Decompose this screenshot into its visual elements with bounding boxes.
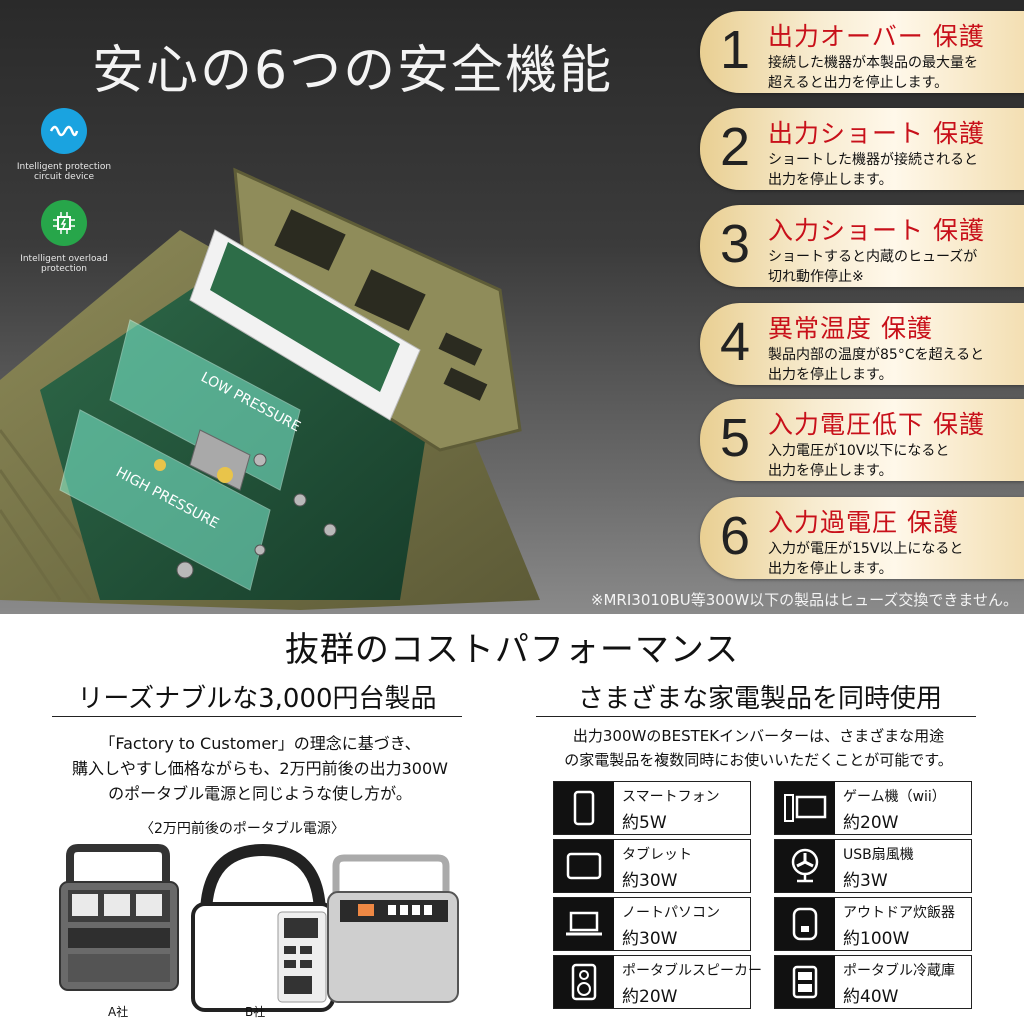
left-subtitle: リーズナブルな3,000円台製品: [77, 684, 437, 714]
appliance-item: ゲーム機（wii） 約20W: [774, 781, 972, 835]
feature-title: 入力電圧低下 保護: [768, 410, 985, 439]
appliance-item: USB扇風機 約3W: [774, 839, 972, 893]
feature-item: 6 入力過電圧 保護 入力が電圧が15V以上になると出力を停止します。: [700, 497, 1024, 579]
feature-desc: 入力が電圧が15V以上になると出力を停止します。: [768, 541, 964, 577]
game-console-icon: [775, 782, 835, 834]
badge-label: Intelligent protection: [16, 162, 112, 172]
appliance-item: アウトドア炊飯器 約100W: [774, 897, 972, 951]
divider: [52, 716, 462, 717]
divider: [536, 716, 976, 717]
speaker-icon: [554, 956, 614, 1008]
feature-desc: 製品内部の温度が85°Cを超えると出力を停止します。: [768, 347, 985, 383]
feature-item: 2 出力ショート 保護 ショートした機器が接続されると出力を停止します。: [700, 108, 1024, 190]
right-subtitle: さまざまな家電製品を同時使用: [577, 684, 942, 714]
feature-item: 5 入力電圧低下 保護 入力電圧が10V以下になると出力を停止します。: [700, 399, 1024, 481]
feature-title: 出力オーバー 保護: [768, 22, 985, 51]
cooler-box-icon: [775, 956, 835, 1008]
feature-item: 3 入力ショート 保護 ショートすると内蔵のヒューズが切れ動作停止※: [700, 205, 1024, 287]
wave-shield-icon: [41, 108, 87, 154]
feature-title: 出力ショート 保護: [768, 119, 985, 148]
feature-title: 入力過電圧 保護: [768, 508, 959, 537]
page-title: 安心の6つの安全機能: [92, 41, 614, 101]
station-a-label: A社: [108, 1005, 129, 1019]
feature-title: 入力ショート 保護: [768, 216, 985, 245]
feature-desc: 接続した機器が本製品の最大量を超えると出力を停止します。: [768, 55, 978, 91]
appliance-item: ポータブル冷蔵庫 約40W: [774, 955, 972, 1009]
badge-label: protection: [41, 264, 87, 274]
protection-circuit-badge: Intelligent protection circuit device: [0, 108, 164, 182]
appliance-item: ポータブルスピーカー 約20W: [553, 955, 762, 1009]
feature-title: 異常温度 保護: [768, 314, 933, 343]
fan-icon: [775, 840, 835, 892]
smartphone-icon: [554, 782, 614, 834]
appliance-item: タブレット 約30W: [553, 839, 751, 893]
appliance-item: スマートフォン 約5W: [553, 781, 751, 835]
laptop-icon: [554, 898, 614, 950]
feature-desc: 入力電圧が10V以下になると出力を停止します。: [768, 443, 950, 479]
cost-section-title: 抜群のコストパフォーマンス: [284, 630, 740, 670]
portable-power-stations-image: [59, 843, 459, 1012]
feature-item: 4 異常温度 保護 製品内部の温度が85°Cを超えると出力を停止します。: [700, 303, 1024, 385]
rice-cooker-icon: [775, 898, 835, 950]
feature-desc: ショートした機器が接続されると出力を停止します。: [768, 152, 978, 188]
stations-caption: 〈2万円前後のポータブル電源〉: [140, 821, 345, 837]
station-b-label: B社: [245, 1005, 266, 1019]
feature-desc: ショートすると内蔵のヒューズが切れ動作停止※: [768, 249, 978, 285]
appliance-item: ノートパソコン 約30W: [553, 897, 751, 951]
feature-item: 1 出力オーバー 保護 接続した機器が本製品の最大量を超えると出力を停止します。: [700, 11, 1024, 93]
left-description: 「Factory to Customer」の理念に基づき、 購入しやすし価格なが…: [72, 734, 448, 803]
inverter-circuit-image: LOW PRESSURE HIGH PRESSURE: [0, 167, 540, 610]
fuse-note: ※MRI3010BU等300W以下の製品はヒューズ交換できません。: [590, 591, 1018, 609]
tablet-icon: [554, 840, 614, 892]
badge-label: Intelligent overload: [20, 254, 108, 264]
badge-label: circuit device: [33, 172, 95, 182]
chip-icon: [41, 200, 87, 246]
overload-protection-badge: Intelligent overload protection: [0, 200, 164, 274]
right-description: 出力300WのBESTEKインバーターは、さまざまな用途 の家電製品を複数同時に…: [564, 727, 953, 769]
